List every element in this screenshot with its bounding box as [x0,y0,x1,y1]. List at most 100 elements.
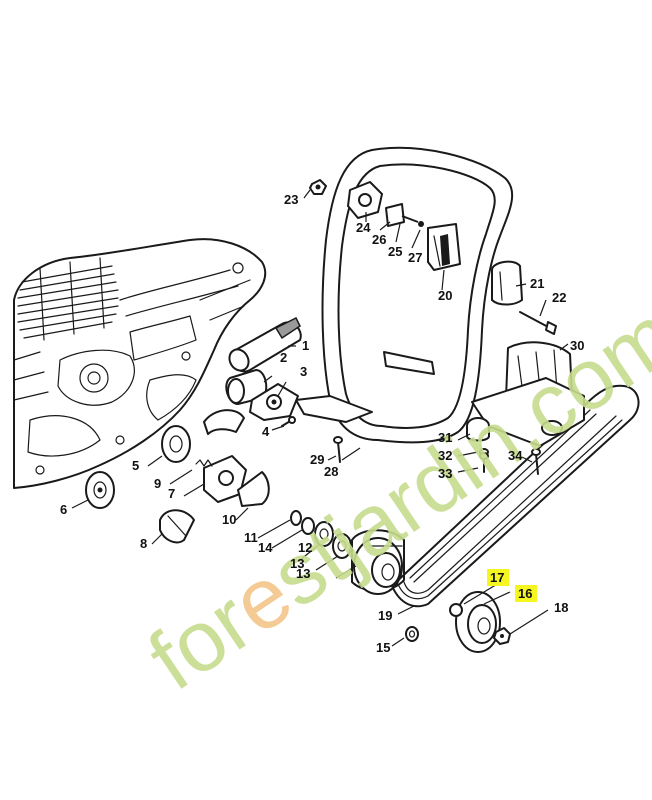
sleeve-1 [228,316,302,373]
screw-4 [281,416,296,427]
buffer-31 [466,417,490,442]
callout-24: 24 [356,220,371,235]
callout-1: 1 [302,338,309,353]
callout-number: 23 [284,192,298,207]
callout-number: 27 [408,250,422,265]
callout-9: 9 [154,476,161,491]
callout-number: 33 [438,466,452,481]
callout-2: 2 [280,350,287,365]
callout-6: 6 [60,502,67,517]
callout-8: 8 [140,536,147,551]
callout-number: 14 [258,540,273,555]
callout-10: 10 [222,512,236,527]
callout-number: 22 [552,290,566,305]
callout-number: 31 [438,430,452,445]
callout-18: 18 [554,600,568,615]
washer-14 [301,517,315,535]
callout-19: 19 [378,608,392,623]
callout-number: 24 [356,220,371,235]
callout-31: 31 [438,430,452,445]
callout-32: 32 [438,448,452,463]
leader-lines [71,189,569,647]
bushing-2 [225,369,268,405]
callout-15: 15 [376,640,390,655]
callout-number: 20 [438,288,452,303]
callout-number: 17 [490,570,504,585]
callout-28: 28 [324,464,338,479]
callout-14: 14 [258,540,273,555]
callout-labels: 1234567891011121313141516171819202122232… [60,192,584,655]
callout-21: 21 [530,276,544,291]
screw-22 [519,311,557,335]
engine-housing [13,238,267,489]
callout-number: 7 [168,486,175,501]
shoe-10 [237,471,270,507]
clamp-21 [491,260,523,306]
callout-20: 20 [438,288,452,303]
callout-number: 2 [280,350,287,365]
callout-27: 27 [408,250,422,265]
bracket-assembly [347,181,461,271]
callout-number: 25 [388,244,402,259]
callout-number: 18 [554,600,568,615]
callout-number: 13 [290,556,304,571]
handle-frame [295,146,514,444]
carrier-7 [203,455,247,503]
callout-number: 8 [140,536,147,551]
callout-25: 25 [388,244,402,259]
callout-number: 34 [508,448,523,463]
callout-highlight [487,569,509,586]
callout-number: 15 [376,640,390,655]
pulley-16 [455,591,501,653]
disc-6 [85,471,115,509]
washer-5 [161,425,191,463]
watermark-segment-forest: forest [132,509,364,709]
v-belt [391,384,640,608]
callout-number: 29 [310,452,324,467]
callout-number: 5 [132,458,139,473]
callout-13: 13 [296,566,310,581]
shoe-upper [203,409,245,435]
callout-number: 9 [154,476,161,491]
callout-13: 13 [290,556,304,571]
callout-22: 22 [552,290,566,305]
callout-12: 12 [298,540,312,555]
callout-number: 19 [378,608,392,623]
callout-number: 32 [438,448,452,463]
callout-number: 6 [60,502,67,517]
screw-33 [479,452,489,473]
callout-11: 11 [244,530,258,545]
callout-number: 16 [518,586,532,601]
callout-16: 16 [515,585,537,602]
callout-5: 5 [132,458,139,473]
screw-29 [333,436,343,463]
callout-number: 10 [222,512,236,527]
callout-number: 28 [324,464,338,479]
clutch-drum-12 [351,529,405,595]
callout-4: 4 [262,424,270,439]
callout-17: 17 [487,569,509,586]
spring-9 [195,459,213,467]
washer-15 [405,626,419,642]
callout-3: 3 [300,364,307,379]
callout-number: 13 [296,566,310,581]
nut-17 [449,603,463,617]
callout-number: 4 [262,424,270,439]
ring-11 [290,510,302,526]
callout-26: 26 [372,232,386,247]
callout-number: 1 [302,338,309,353]
bearing-13a [314,521,334,547]
callout-7: 7 [168,486,175,501]
callout-number: 21 [530,276,544,291]
callout-29: 29 [310,452,324,467]
mount-3 [249,383,299,421]
callout-highlight [515,585,537,602]
callout-number: 11 [244,530,258,545]
callout-number: 3 [300,364,307,379]
callout-23: 23 [284,192,298,207]
callout-34: 34 [508,448,523,463]
callout-30: 30 [570,338,584,353]
shoe-8 [159,509,195,544]
